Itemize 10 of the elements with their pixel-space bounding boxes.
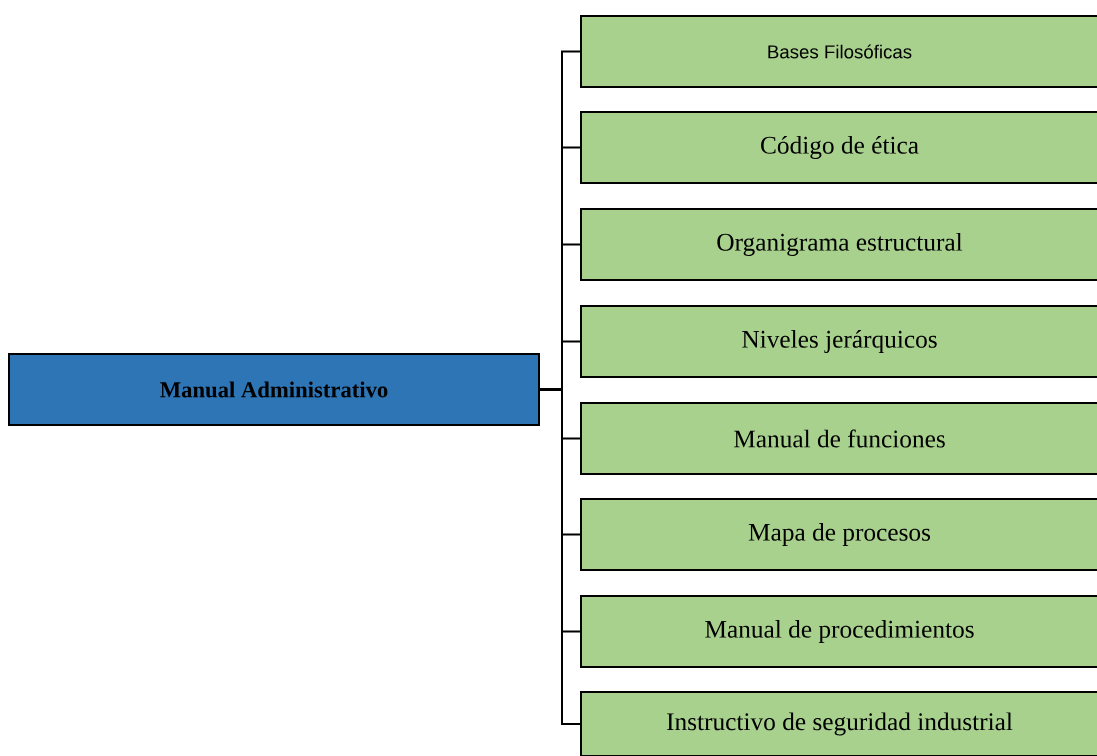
topic-box: Código de ética (580, 111, 1097, 184)
topic-box: Mapa de procesos (580, 498, 1097, 571)
connector (539, 388, 581, 725)
topic-box: Niveles jerárquicos (580, 305, 1097, 378)
topic-box: Manual de procedimientos (580, 595, 1097, 668)
topic-box: Instructivo de seguridad industrial (580, 691, 1097, 756)
root-box: Manual Administrativo (8, 353, 540, 426)
topic-box: Bases Filosóficas (580, 15, 1097, 88)
topic-box: Manual de funciones (580, 402, 1097, 475)
topic-box: Organigrama estructural (580, 208, 1097, 281)
